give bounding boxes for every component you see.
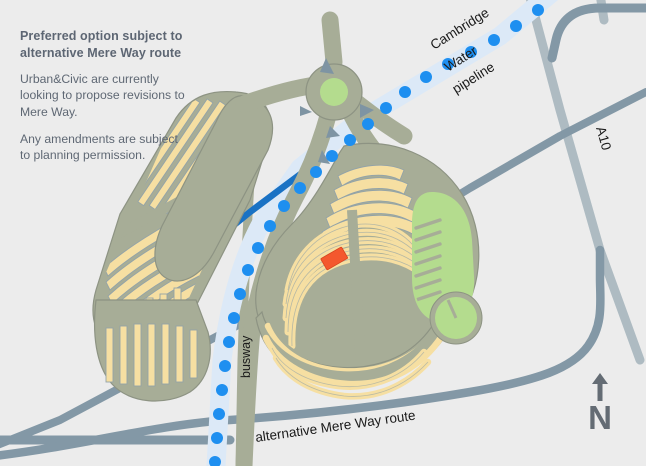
block-lower-left (93, 299, 211, 402)
roundabout-splitters (300, 58, 374, 164)
callout-heading: Preferred option subject to alternative … (20, 29, 183, 60)
roundabout-island (320, 78, 348, 106)
compass-north: N (578, 372, 622, 436)
callout-panel: Preferred option subject to alternative … (20, 28, 188, 164)
green-east-ticks (414, 218, 442, 302)
south-terraces-outline (271, 347, 429, 397)
road-a10 (526, 0, 645, 365)
label-busway: busway (239, 335, 253, 378)
callout-paragraph-1: Urban&Civic are currently looking to pro… (20, 72, 185, 119)
road-hook-top (547, 3, 646, 63)
block-northwest (154, 95, 274, 282)
callout-paragraph-2: Any amendments are subject to planning p… (20, 132, 178, 163)
pipeline-dots (209, 4, 544, 466)
arm-north (321, 11, 343, 71)
block-northwest-outline (154, 95, 274, 282)
compass-letter: N (588, 399, 612, 436)
green-small-south (429, 291, 483, 345)
label-a10: A10 (593, 125, 614, 152)
green-east-park (412, 192, 475, 323)
block-lower-left-buildings (105, 323, 198, 387)
orange-site-marker (320, 246, 348, 271)
north-arrow-icon (592, 373, 608, 401)
road-alt-mere-way (0, 245, 605, 460)
